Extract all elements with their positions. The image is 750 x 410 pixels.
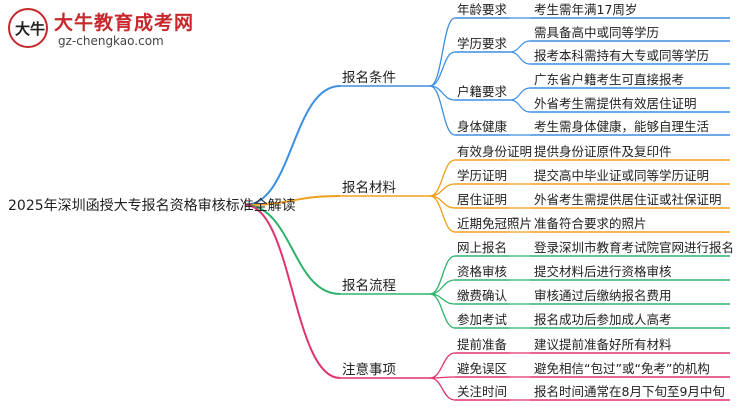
mind-map-nodes: 2025年深圳函授大专报名资格审核标准全解读 报名条件 年龄要求 考生需年满17周岁… bbox=[8, 2, 734, 399]
detail-text: 报名时间通常在8月下旬至9月中旬 bbox=[534, 384, 725, 399]
subtopic-link bbox=[429, 377, 456, 401]
detail-link bbox=[509, 99, 531, 113]
subtopic[interactable]: 近期免冠照片 bbox=[457, 216, 532, 231]
subtopic[interactable]: 提前准备 bbox=[457, 337, 508, 352]
subtopic[interactable]: 户籍要求 bbox=[457, 84, 508, 99]
detail-text: 登录深圳市教育考试院官网进行报名 bbox=[534, 240, 734, 255]
branch-link bbox=[244, 85, 341, 206]
logo-url: gz-chengkao.com bbox=[58, 34, 164, 48]
subtopic-link bbox=[429, 51, 456, 87]
branch-topic[interactable]: 报名条件 bbox=[342, 69, 396, 86]
subtopic-link bbox=[429, 293, 456, 329]
detail-link bbox=[509, 51, 531, 65]
subtopic[interactable]: 居住证明 bbox=[457, 192, 507, 207]
subtopic-link bbox=[429, 85, 456, 136]
branch-link bbox=[244, 195, 341, 206]
branch-topic[interactable]: 报名流程 bbox=[342, 278, 396, 294]
detail-text: 准备符合要求的照片 bbox=[534, 216, 647, 231]
detail-text: 审核通过后缴纳报名费用 bbox=[534, 288, 672, 303]
subtopic[interactable]: 关注时间 bbox=[457, 384, 507, 399]
detail-text: 考生需身体健康，能够自理生活 bbox=[534, 119, 709, 134]
detail-text: 外省考生需提供居住证或社保证明 bbox=[534, 192, 722, 207]
logo-title: 大牛教育成考网 bbox=[54, 12, 195, 34]
subtopic[interactable]: 年龄要求 bbox=[457, 2, 508, 17]
detail-text: 报考本科需持有大专或同等学历 bbox=[534, 48, 709, 63]
subtopic[interactable]: 资格审核 bbox=[457, 264, 508, 279]
subtopic[interactable]: 避免误区 bbox=[457, 361, 507, 376]
subtopic-link bbox=[429, 195, 456, 233]
subtopic[interactable]: 学历要求 bbox=[457, 36, 508, 51]
subtopic-link bbox=[429, 352, 456, 379]
detail-text: 建议提前准备好所有材料 bbox=[534, 337, 672, 352]
branch-topic[interactable]: 注意事项 bbox=[342, 361, 396, 378]
detail-text: 需具备高中或同等学历 bbox=[534, 25, 659, 40]
subtopic[interactable]: 网上报名 bbox=[457, 240, 507, 255]
logo-badge-icon: 大牛 bbox=[8, 8, 48, 48]
detail-text: 外省考生需提供有效居住证明 bbox=[534, 96, 697, 111]
subtopic[interactable]: 学历证明 bbox=[457, 168, 507, 183]
subtopic-link bbox=[429, 159, 456, 197]
detail-link bbox=[509, 87, 531, 101]
detail-text: 提交材料后进行资格审核 bbox=[534, 264, 672, 279]
detail-text: 提交高中毕业证或同等学历证明 bbox=[534, 168, 709, 183]
detail-text: 避免相信“包过”或“免考”的机构 bbox=[534, 361, 710, 376]
root-topic: 2025年深圳函授大专报名资格审核标准全解读 bbox=[8, 197, 296, 214]
detail-link bbox=[509, 40, 531, 53]
subtopic-link bbox=[429, 17, 456, 87]
branch-link bbox=[244, 204, 341, 379]
subtopic-link bbox=[429, 255, 456, 295]
detail-text: 考生需年满17周岁 bbox=[534, 2, 637, 17]
subtopic[interactable]: 参加考试 bbox=[457, 312, 508, 327]
logo-badge-text: 大牛 bbox=[15, 20, 45, 38]
detail-text: 广东省户籍考生可直接报考 bbox=[534, 72, 684, 87]
detail-text: 报名成功后参加成人高考 bbox=[534, 312, 672, 327]
subtopic[interactable]: 有效身份证明 bbox=[457, 144, 532, 159]
subtopic[interactable]: 缴费确认 bbox=[457, 288, 508, 303]
subtopic[interactable]: 身体健康 bbox=[457, 119, 508, 134]
branch-topic[interactable]: 报名材料 bbox=[342, 180, 396, 196]
mind-map-links bbox=[244, 17, 730, 401]
branch-link bbox=[244, 204, 341, 295]
site-logo[interactable]: 大牛 大牛教育成考网 gz-chengkao.com bbox=[4, 4, 204, 54]
detail-text: 提供身份证原件及复印件 bbox=[534, 144, 672, 159]
